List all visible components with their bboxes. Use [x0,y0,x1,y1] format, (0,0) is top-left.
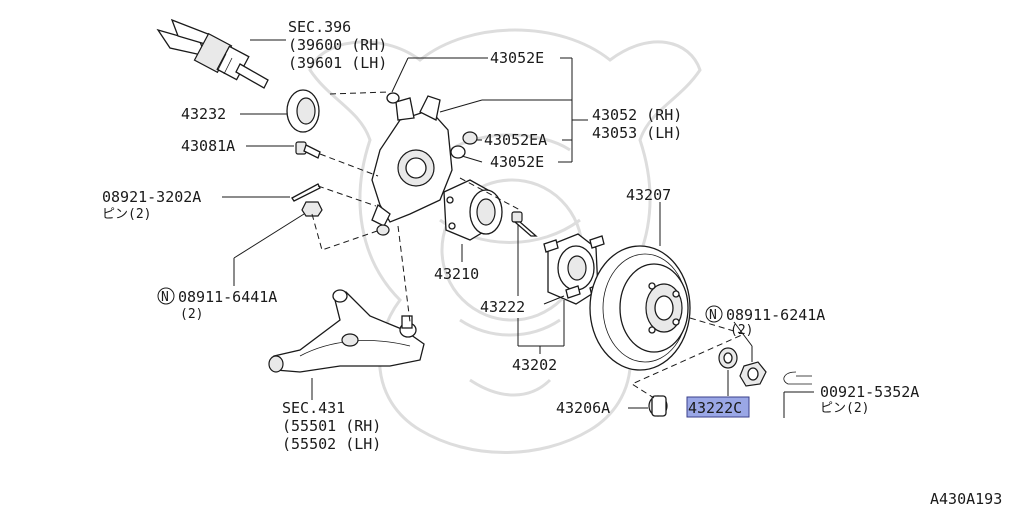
label-39600: (39600 (RH) [288,36,387,54]
label-43052E-mid: 43052E [490,153,544,171]
label-00921-5352A: 00921-5352A [820,383,919,401]
label-43053-lh: 43053 (LH) [592,124,682,142]
pin-08921-3202A-part [291,183,321,202]
label-43206A: 43206A [556,399,610,417]
label-pin-qty-b: ピン(2) [820,401,869,416]
label-55501: (55501 (RH) [282,417,381,435]
stud-43222-part [511,211,538,237]
label-sec431: SEC.431 [282,399,345,417]
label-43052E-top: 43052E [490,49,544,67]
part-labels: SEC.396 (39600 (RH) (39601 (LH) 43052E 4… [102,18,1002,508]
nut-08911-6241A-part [739,361,767,387]
pin-00921-5352A-part [783,371,812,385]
label-43202: 43202 [512,356,557,374]
brake-disc-43207-part [589,245,691,371]
label-55502: (55502 (LH) [282,435,381,453]
seal-43232-part [286,89,320,133]
label-43052-rh: 43052 (RH) [592,106,682,124]
figure-id: A430A193 [930,490,1002,508]
bolt-43081A-part [295,141,321,159]
lower-arm-55501-part [268,289,425,373]
label-43081A: 43081A [181,137,235,155]
label-43222C[interactable]: 43222C [688,399,742,417]
label-43207: 43207 [626,186,671,204]
drive-shaft-part [156,18,269,89]
notice-mark-a [157,287,175,305]
label-43052EA: 43052EA [484,131,547,149]
label-sec396: SEC.396 [288,18,351,36]
knuckle-43052-part [371,92,478,236]
label-43222: 43222 [480,298,525,316]
hub-bearing-43210-part [443,179,503,241]
notice-mark-b [705,305,723,323]
label-08921-3202A: 08921-3202A [102,188,201,206]
highlight-43222-box[interactable] [686,396,750,418]
assembly-lines [311,91,746,399]
nut-08911-6441A-part [301,201,323,217]
label-pin-qty-a: ピン(2) [102,207,151,222]
bushing-43206A-part [648,395,668,417]
notice-mark-b-letter: N [709,308,717,323]
label-qty-a: (2) [180,307,203,322]
notice-mark-a-letter: N [161,290,169,305]
cap-43222C-part [718,347,738,369]
label-43210: 43210 [434,265,479,283]
label-08911-6441A: 08911-6441A [178,288,277,306]
label-43232: 43232 [181,105,226,123]
watermark-emblem [308,28,702,454]
label-08911-6241A: 08911-6241A [726,306,825,324]
label-39601: (39601 (LH) [288,54,387,72]
label-qty-b: (2) [730,323,753,338]
